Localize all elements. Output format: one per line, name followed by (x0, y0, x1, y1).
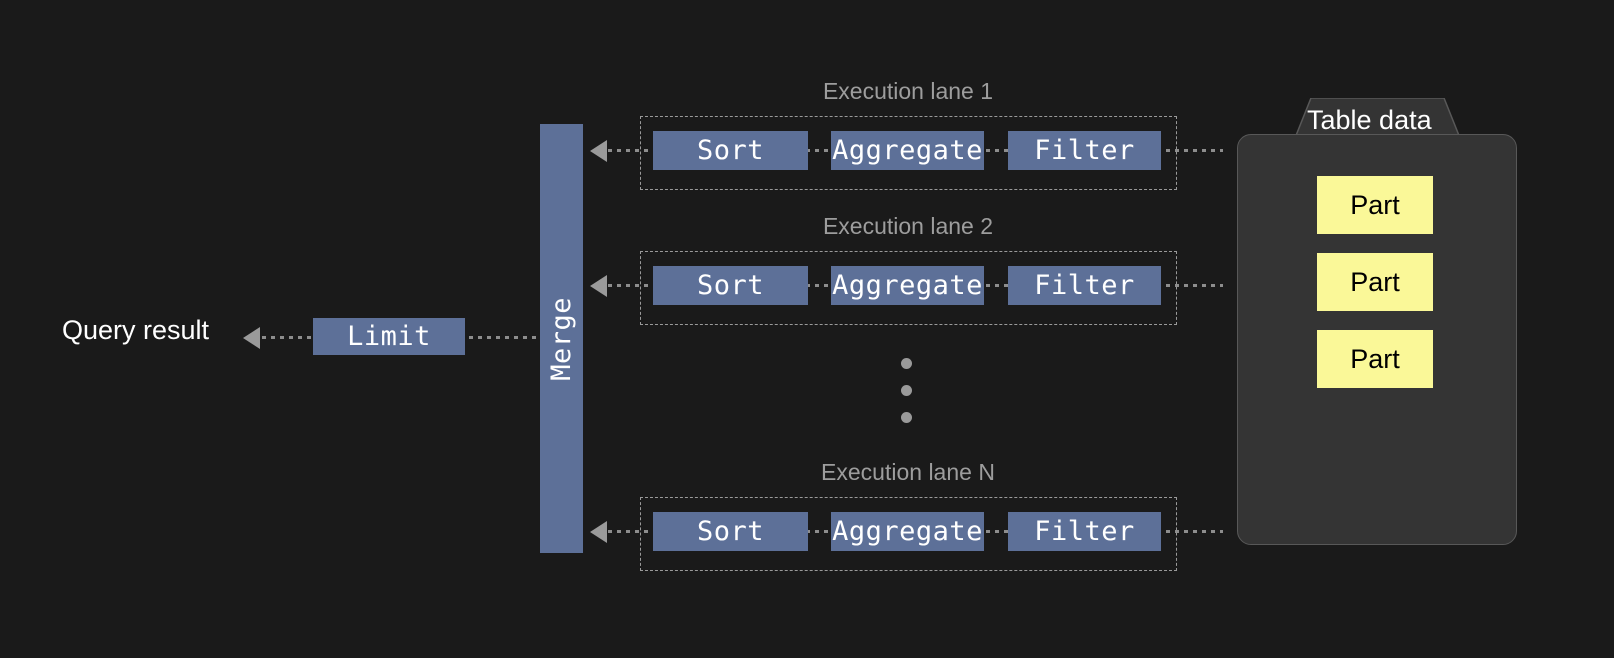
part-box-3[interactable]: Part (1317, 330, 1433, 388)
lane-2-merge-arrow-icon (590, 275, 607, 297)
lane-ellipsis-dots (901, 358, 912, 423)
table-data-title: Table data (1307, 105, 1432, 135)
lane-label-1: Execution lane 1 (822, 78, 994, 104)
operator-filter-lane-1[interactable]: Filter (1008, 131, 1161, 170)
part-box-2[interactable]: Part (1317, 253, 1433, 311)
operator-filter-lane-2[interactable]: Filter (1008, 266, 1161, 305)
query-result-label: Query result (62, 315, 210, 345)
lane-1-merge-arrow-icon (590, 140, 607, 162)
lane-label-n: Execution lane N (821, 459, 995, 485)
operator-sort-lane-1[interactable]: Sort (653, 131, 808, 170)
operator-aggregate-lane-2[interactable]: Aggregate (831, 266, 984, 305)
merge-label: Merge (546, 296, 577, 381)
lane-label-2: Execution lane 2 (822, 213, 994, 239)
part-box-1[interactable]: Part (1317, 176, 1433, 234)
operator-sort-lane-n[interactable]: Sort (653, 512, 808, 551)
lane-container-n (640, 497, 1177, 571)
lane-n-merge-arrow-icon (590, 521, 607, 543)
lane-container-2 (640, 251, 1177, 325)
operator-sort-lane-2[interactable]: Sort (653, 266, 808, 305)
operator-filter-lane-n[interactable]: Filter (1008, 512, 1161, 551)
operator-aggregate-lane-1[interactable]: Aggregate (831, 131, 984, 170)
lane-container-1 (640, 116, 1177, 190)
operator-aggregate-lane-n[interactable]: Aggregate (831, 512, 984, 551)
table-data-tab-shape (1295, 98, 1460, 138)
table-data-tab (1295, 98, 1460, 138)
operator-limit[interactable]: Limit (313, 318, 465, 355)
query-result-arrow-icon (243, 327, 260, 349)
merge-operator[interactable]: Merge (540, 124, 583, 553)
